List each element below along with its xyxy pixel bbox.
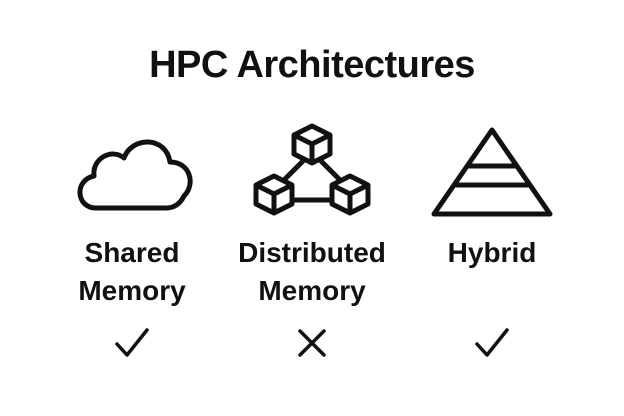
label-hybrid: Hybrid	[447, 237, 537, 268]
check-icon	[111, 322, 153, 364]
cubes-network-icon	[242, 118, 382, 228]
cross-icon	[291, 322, 333, 364]
label-distributed-memory: Distributed Memory	[238, 237, 386, 306]
column-shared-memory: Shared Memory	[28, 118, 236, 378]
pyramid-icon	[422, 118, 562, 228]
column-distributed-memory: Distributed Memory	[208, 118, 416, 378]
check-icon	[471, 322, 513, 364]
page-title: HPC Architectures	[149, 44, 475, 86]
cloud-icon	[62, 118, 202, 228]
column-hybrid: Hybrid	[388, 118, 596, 378]
label-shared-memory: Shared Memory	[78, 237, 186, 306]
